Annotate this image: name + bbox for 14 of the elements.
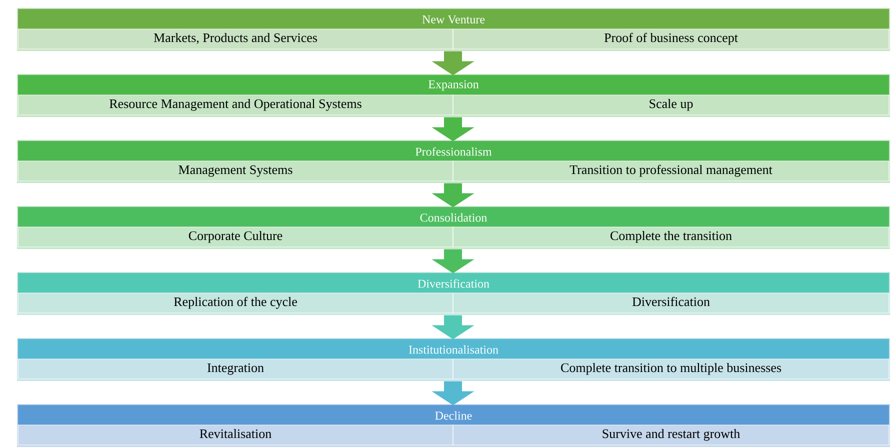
text-cell: Corporate Culture bbox=[18, 226, 454, 248]
text-cell: Scale up bbox=[452, 94, 890, 116]
text-cell: Revitalisation bbox=[18, 424, 454, 446]
text-cell: Replication of the cycle bbox=[18, 292, 454, 314]
text-cell: Complete transition to multiple businesses bbox=[452, 358, 890, 380]
text-cell: Complete the transition bbox=[452, 226, 890, 248]
text-cell: Markets, Products and Services bbox=[18, 28, 454, 50]
text-cell: Proof of business concept bbox=[452, 28, 890, 50]
text-cell: Transition to professional management bbox=[452, 160, 890, 182]
text-cell: Resource Management and Operational Systems bbox=[18, 94, 454, 116]
text-cell: Survive and restart growth bbox=[452, 424, 890, 446]
text-cell: Integration bbox=[18, 358, 454, 380]
text-cell: Management Systems bbox=[18, 160, 454, 182]
text-cell: Diversification bbox=[452, 292, 890, 314]
